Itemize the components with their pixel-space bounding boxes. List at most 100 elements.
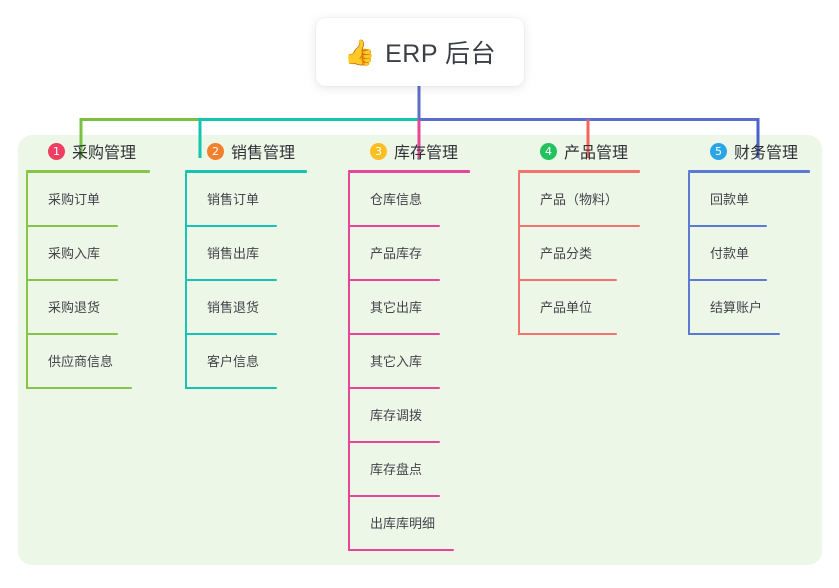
item-label: 付款单 [710, 246, 750, 261]
column-库存管理: 3 库存管理仓库信息产品库存其它出库其它入库库存调拨库存盘点出库库明细 [348, 135, 470, 551]
item-connector [26, 281, 28, 335]
item-underline [185, 387, 277, 389]
column-badge: 4 [540, 142, 557, 160]
list-item[interactable]: 其它入库 [348, 335, 470, 389]
column-badge: 1 [48, 142, 65, 160]
root-title: ERP 后台 [385, 40, 497, 68]
item-label: 其它入库 [370, 354, 423, 369]
item-underline [348, 387, 440, 389]
item-connector [688, 281, 690, 335]
item-label: 销售出库 [207, 246, 260, 261]
column-item-list: 销售订单销售出库销售退货客户信息 [185, 173, 307, 389]
item-underline [518, 225, 640, 227]
list-item[interactable]: 其它出库 [348, 281, 470, 335]
item-label: 其它出库 [370, 300, 423, 315]
item-connector [518, 173, 520, 227]
item-underline [348, 495, 440, 497]
item-underline [26, 333, 118, 335]
list-item[interactable]: 客户信息 [185, 335, 307, 389]
list-item[interactable]: 回款单 [688, 173, 810, 227]
column-badge: 5 [710, 142, 727, 160]
column-title: 产品管理 [564, 145, 629, 162]
list-item[interactable]: 销售退货 [185, 281, 307, 335]
list-item[interactable]: 采购退货 [26, 281, 150, 335]
item-label: 销售订单 [207, 192, 260, 207]
item-connector [348, 335, 350, 389]
column-underline [348, 170, 470, 173]
list-item[interactable]: 出库库明细 [348, 497, 470, 551]
list-item[interactable]: 采购订单 [26, 173, 150, 227]
list-item[interactable]: 付款单 [688, 227, 810, 281]
column-badge: 2 [207, 142, 224, 160]
item-underline [688, 225, 767, 227]
item-underline [348, 225, 440, 227]
item-connector [688, 173, 690, 227]
list-item[interactable]: 库存盘点 [348, 443, 470, 497]
column-item-list: 仓库信息产品库存其它出库其它入库库存调拨库存盘点出库库明细 [348, 173, 470, 551]
column-item-list: 采购订单采购入库采购退货供应商信息 [26, 173, 150, 389]
list-item[interactable]: 销售订单 [185, 173, 307, 227]
column-title: 财务管理 [734, 145, 799, 162]
item-underline [185, 333, 277, 335]
root-node[interactable]: 👍 ERP 后台 [316, 18, 524, 86]
item-connector [518, 227, 520, 281]
item-connector [26, 335, 28, 389]
item-underline [185, 225, 277, 227]
item-underline [688, 333, 780, 335]
column-title: 库存管理 [394, 145, 459, 162]
column-underline [185, 170, 307, 173]
list-item[interactable]: 产品库存 [348, 227, 470, 281]
column-header-4[interactable]: 4 产品管理 [518, 135, 640, 167]
list-item[interactable]: 结算账户 [688, 281, 810, 335]
column-title: 采购管理 [72, 145, 137, 162]
column-财务管理: 5 财务管理回款单付款单结算账户 [688, 135, 810, 335]
list-item[interactable]: 供应商信息 [26, 335, 150, 389]
item-connector [26, 227, 28, 281]
item-connector [348, 281, 350, 335]
column-item-list: 产品（物料）产品分类产品单位 [518, 173, 640, 335]
list-item[interactable]: 库存调拨 [348, 389, 470, 443]
list-item[interactable]: 采购入库 [26, 227, 150, 281]
item-label: 产品单位 [540, 300, 593, 315]
item-label: 库存调拨 [370, 408, 423, 423]
item-connector [348, 497, 350, 551]
column-underline [688, 170, 810, 173]
column-underline [26, 170, 150, 173]
column-header-1[interactable]: 1 采购管理 [26, 135, 150, 167]
item-connector [348, 173, 350, 227]
item-connector [185, 173, 187, 227]
item-label: 产品库存 [370, 246, 423, 261]
item-connector [348, 389, 350, 443]
column-header-3[interactable]: 3 库存管理 [348, 135, 470, 167]
item-connector [348, 443, 350, 497]
item-connector [348, 227, 350, 281]
column-header-5[interactable]: 5 财务管理 [688, 135, 810, 167]
item-label: 销售退货 [207, 300, 260, 315]
item-underline [348, 549, 454, 551]
item-label: 仓库信息 [370, 192, 423, 207]
item-label: 回款单 [710, 192, 750, 207]
item-label: 供应商信息 [48, 354, 114, 369]
item-underline [348, 441, 440, 443]
list-item[interactable]: 销售出库 [185, 227, 307, 281]
item-connector [185, 281, 187, 335]
item-label: 库存盘点 [370, 462, 423, 477]
item-underline [185, 279, 277, 281]
item-connector [26, 173, 28, 227]
item-connector [518, 281, 520, 335]
column-采购管理: 1 采购管理采购订单采购入库采购退货供应商信息 [26, 135, 150, 389]
item-label: 出库库明细 [370, 516, 436, 531]
item-underline [26, 387, 132, 389]
column-badge: 3 [370, 142, 387, 160]
list-item[interactable]: 仓库信息 [348, 173, 470, 227]
list-item[interactable]: 产品（物料） [518, 173, 640, 227]
list-item[interactable]: 产品分类 [518, 227, 640, 281]
column-item-list: 回款单付款单结算账户 [688, 173, 810, 335]
item-label: 结算账户 [710, 300, 763, 315]
item-connector [688, 227, 690, 281]
list-item[interactable]: 产品单位 [518, 281, 640, 335]
